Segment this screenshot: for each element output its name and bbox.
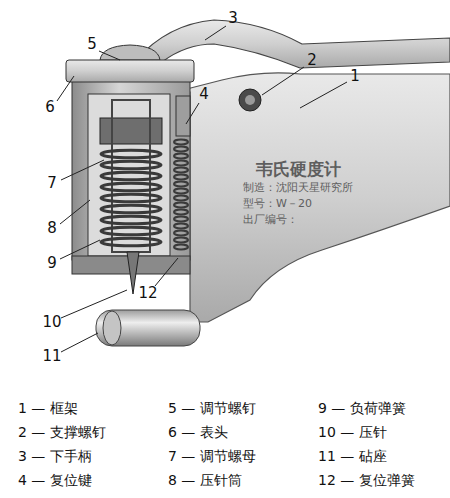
coil-turn	[174, 161, 188, 166]
coil-turn	[174, 231, 188, 236]
coil-turn	[174, 168, 188, 173]
coil-turn	[174, 217, 188, 222]
coil-turn	[174, 182, 188, 187]
callout-number: 6	[45, 99, 55, 116]
needle-tube	[112, 100, 150, 252]
part-list-entry: 9 — 负荷弹簧	[318, 400, 406, 416]
adjust-screw	[100, 45, 160, 60]
screw-head	[245, 95, 255, 105]
nameplate-text: 制造：沈阳天星研究所	[243, 182, 353, 195]
coil-turn	[174, 245, 188, 250]
head-housing	[72, 80, 190, 260]
coil-turn	[101, 150, 161, 158]
part-list-entry: 2 — 支撑螺钉	[18, 424, 106, 440]
coil-turn	[174, 140, 188, 145]
coil-turn	[174, 196, 188, 201]
coil-turn	[174, 238, 188, 243]
callout-number: 7	[47, 175, 57, 192]
indenter	[127, 252, 139, 294]
part-list-entry: 6 — 表头	[168, 424, 228, 440]
coil-turn	[101, 172, 161, 180]
part-list-entry: 11 — 砧座	[318, 448, 387, 464]
coil-turn	[174, 210, 188, 215]
part-list-entry: 1 — 框架	[18, 400, 78, 416]
coil-turn	[101, 227, 161, 235]
coil-turn	[174, 154, 188, 159]
callout-number: 11	[42, 348, 61, 365]
adjust-nut	[100, 118, 162, 144]
callout-number: 8	[47, 220, 57, 237]
anvil	[96, 310, 200, 346]
anvil-end	[103, 311, 121, 345]
pivot-screw	[239, 89, 261, 111]
coil-turn	[101, 238, 161, 246]
nameplate-text: 出厂编号：	[243, 214, 298, 227]
coil-turn	[101, 161, 161, 169]
nameplate-text: 型号：W－20	[243, 198, 312, 211]
callout-number: 9	[47, 255, 57, 272]
return-spring	[174, 140, 188, 250]
nameplate-text: 韦氏硬度计	[256, 160, 341, 180]
coil-turn	[101, 194, 161, 202]
cutaway	[88, 94, 170, 256]
part-list-entry: 8 — 压针筒	[168, 472, 242, 488]
coil-turn	[174, 175, 188, 180]
coil-turn	[101, 183, 161, 191]
callout-number: 2	[307, 52, 317, 69]
reset-key	[176, 96, 190, 136]
load-spring	[101, 150, 161, 246]
callout-number: 12	[138, 285, 157, 302]
part-list-entry: 7 — 调节螺母	[168, 448, 256, 464]
coil-turn	[174, 224, 188, 229]
coil-turn	[101, 205, 161, 213]
part-list-entry: 3 — 下手柄	[18, 448, 92, 464]
callout-number: 4	[199, 86, 209, 103]
part-list-entry: 12 — 复位弹簧	[318, 472, 415, 488]
callout-number: 1	[350, 68, 360, 85]
frame	[175, 73, 450, 322]
part-list-entry: 5 — 调节螺钉	[168, 400, 256, 416]
callout-number: 3	[228, 10, 238, 27]
part-list-entry: 4 — 复位键	[18, 472, 92, 488]
coil-turn	[174, 147, 188, 152]
coil-turn	[174, 189, 188, 194]
callout-number: 10	[42, 314, 61, 331]
coil-turn	[174, 203, 188, 208]
part-list-entry: 10 — 压针	[318, 424, 387, 440]
callout-number: 5	[87, 36, 97, 53]
dial-head	[66, 60, 194, 82]
coil-turn	[101, 216, 161, 224]
